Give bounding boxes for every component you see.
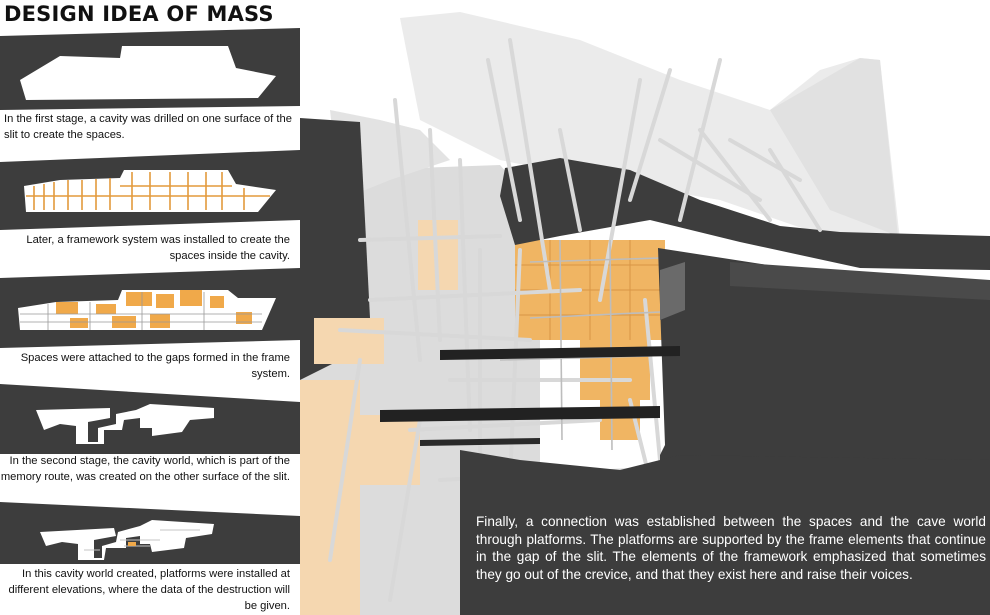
- stage-1-caption: In the first stage, a cavity was drilled…: [4, 113, 292, 141]
- stage-1-diagram: [0, 28, 300, 110]
- stage-3-diagram: [0, 268, 300, 348]
- axonometric-render: Finally, a connection was established be…: [300, 0, 990, 615]
- stage-5-diagram: [0, 502, 300, 564]
- stage-3-caption: Spaces were attached to the gaps formed …: [20, 352, 290, 380]
- stage-2-diagram: [0, 150, 300, 230]
- stage-4-diagram: [0, 384, 300, 454]
- mass-render: [300, 12, 990, 615]
- stage-4-caption: In the second stage, the cavity world, w…: [0, 455, 290, 483]
- design-steps-panel: In the first stage, a cavity was drilled…: [0, 0, 300, 615]
- panel-title: DESIGN IDEA OF MASS: [4, 2, 274, 26]
- stage-2-caption: Later, a framework system was installed …: [26, 234, 290, 262]
- final-stage-caption: Finally, a connection was established be…: [476, 514, 986, 582]
- stage-5-caption: In this cavity world created, platforms …: [8, 568, 290, 612]
